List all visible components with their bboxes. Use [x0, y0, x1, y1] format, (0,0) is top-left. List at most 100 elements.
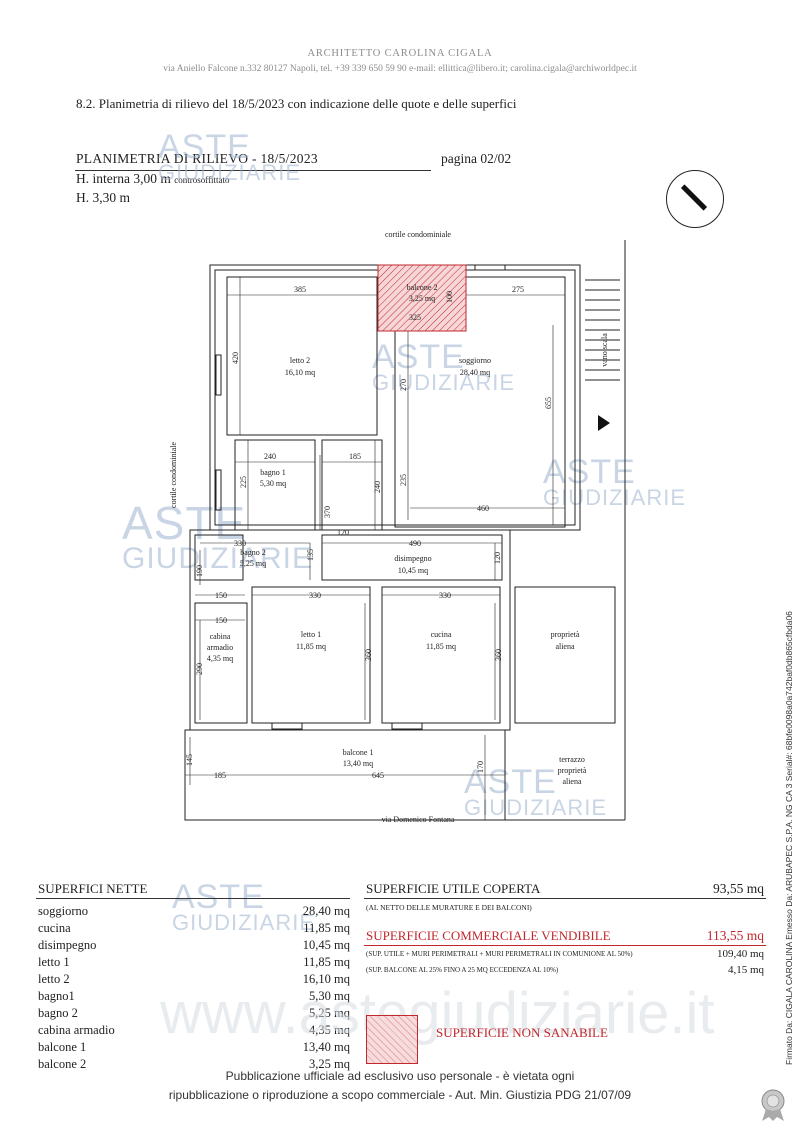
- superficie-commerciale-note1: (SUP. UTILE + MURI PERIMETRALI + MURI PE…: [366, 950, 633, 958]
- wall-disimpegno: [321, 534, 503, 581]
- superficie-commerciale-note2: (SUP. BALCONE AL 25% FINO A 25 MQ ECCEDE…: [366, 966, 559, 974]
- dim-100: 100: [445, 291, 454, 303]
- room-bagno2: bagno 2: [240, 548, 266, 557]
- label-cortile-top: cortile condominiale: [385, 230, 451, 239]
- dim-135: 135: [306, 549, 315, 561]
- dim-655: 655: [544, 397, 553, 409]
- dim-185a: 185: [349, 452, 361, 461]
- superficie-utile-value: 93,55 mq: [712, 881, 764, 896]
- room-letto2-area: 16,10 mq: [285, 368, 315, 377]
- wall-letto2: [226, 276, 378, 436]
- dim-360b: 360: [494, 649, 503, 661]
- watermark-logo: ASTE GIUDIZIARIE: [172, 878, 316, 935]
- page-number: pagina 02/02: [441, 151, 512, 166]
- dim-170: 170: [476, 761, 485, 773]
- room-soggiorno-area: 28,40 mq: [460, 368, 490, 377]
- watermark-site: www.astegiudiziarie.it: [160, 981, 715, 1046]
- room-aliena: aliena: [555, 642, 575, 651]
- dim-290: 290: [195, 663, 204, 675]
- height-internal-note: controsoffittato: [174, 175, 230, 185]
- room-cabina-area: 4,35 mq: [207, 654, 233, 663]
- dim-490: 490: [409, 539, 421, 548]
- dim-185b: 185: [214, 771, 226, 780]
- dim-145: 145: [185, 754, 194, 766]
- dim-270: 270: [399, 379, 408, 391]
- height-internal-value: H. interna 3,00 m: [76, 171, 171, 186]
- architect-name: ARCHITETTO CAROLINA CIGALA: [307, 48, 493, 59]
- label-street: via Domenico Fontana: [382, 815, 455, 824]
- room-letto1-area: 11,85 mq: [296, 642, 326, 651]
- window: [391, 722, 423, 730]
- watermark-logo: ASTE GIUDIZIARIE: [543, 453, 687, 510]
- room-letto2: letto 2: [290, 356, 310, 365]
- wall-proprieta-aliena: [514, 586, 616, 724]
- dim-225: 225: [239, 476, 248, 488]
- entrance-arrow-icon: [598, 415, 610, 431]
- dim-240b: 240: [373, 481, 382, 493]
- wall-bagno2: [194, 534, 244, 581]
- room-cucina: cucina: [431, 630, 452, 639]
- watermark-logo: ASTE GIUDIZIARIE: [464, 763, 608, 820]
- window: [271, 722, 303, 730]
- stairs: [585, 279, 620, 381]
- dim-645: 645: [372, 771, 384, 780]
- plan-title: PLANIMETRIA DI RILIEVO - 18/5/2023: [76, 151, 318, 166]
- dim-150a: 150: [215, 591, 227, 600]
- footer-line2: ripubblicazione o riproduzione a scopo c…: [168, 1088, 632, 1102]
- room-balcone2-area: 3,25 mq: [409, 294, 435, 303]
- section-title: 8.2. Planimetria di rilievo del 18/5/202…: [76, 96, 517, 111]
- room-cabina: cabina: [210, 632, 231, 641]
- non-sanabile-swatch: [366, 1015, 418, 1064]
- room-balcone1: balcone 1: [343, 748, 374, 757]
- dim-120a: 120: [337, 528, 349, 537]
- wall-soggiorno: [394, 276, 566, 528]
- dim-385: 385: [294, 285, 306, 294]
- room-cucina-area: 11,85 mq: [426, 642, 456, 651]
- footer-line1: Pubblicazione ufficiale ad esclusivo uso…: [225, 1069, 575, 1083]
- dim-235: 235: [399, 474, 408, 486]
- dim-370: 370: [323, 506, 332, 518]
- digital-signature: Firmato Da: CIGALA CAROLINA Emesso Da: A…: [770, 575, 794, 1075]
- watermark-logo: ASTE GIUDIZIARIE: [158, 128, 302, 185]
- superficie-utile-divider: [364, 898, 766, 899]
- dim-325: 325: [409, 313, 421, 322]
- room-bagno1: bagno 1: [260, 468, 286, 477]
- non-sanabile-label: SUPERFICIE NON SANABILE: [436, 1025, 608, 1040]
- room-letto1: letto 1: [301, 630, 321, 639]
- outer-wall-lower: [189, 529, 511, 731]
- dim-330b: 330: [309, 591, 321, 600]
- room-armadio: armadio: [207, 643, 233, 652]
- architect-address: via Aniello Falcone n.332 80127 Napoli, …: [163, 64, 637, 74]
- superfici-nette-divider: [36, 898, 350, 899]
- dim-150b: 150: [215, 616, 227, 625]
- digital-signature-text: Firmato Da: CIGALA CAROLINA Emesso Da: A…: [784, 611, 794, 1065]
- wall-letto1: [251, 586, 371, 724]
- superficie-commerciale-value1: 109,40 mq: [716, 948, 764, 960]
- plan-title-underline: [75, 170, 431, 171]
- wall-cucina: [381, 586, 501, 724]
- label-cortile-left: cortile condominiale: [170, 442, 178, 508]
- room-terrazzo: terrazzo: [559, 755, 585, 764]
- height-total: H. 3,30 m: [76, 190, 130, 205]
- room-balcone1-area: 13,40 mq: [343, 759, 373, 768]
- superficie-utile-title: SUPERFICIE UTILE COPERTA: [366, 881, 541, 896]
- north-compass-icon: [666, 170, 724, 228]
- superficie-commerciale-value2: 4,15 mq: [727, 964, 764, 976]
- dim-190: 190: [195, 565, 204, 577]
- window: [474, 264, 506, 271]
- height-internal: H. interna 3,00 m controsoffittato: [76, 171, 230, 187]
- room-proprieta: proprietà: [551, 630, 580, 639]
- dim-240a: 240: [264, 452, 276, 461]
- label-vano-scala: vano scala: [600, 333, 609, 367]
- room-terrazzo-aliena: aliena: [562, 777, 582, 786]
- dim-120b: 120: [493, 552, 502, 564]
- room-disimpegno-area: 10,45 mq: [398, 566, 428, 575]
